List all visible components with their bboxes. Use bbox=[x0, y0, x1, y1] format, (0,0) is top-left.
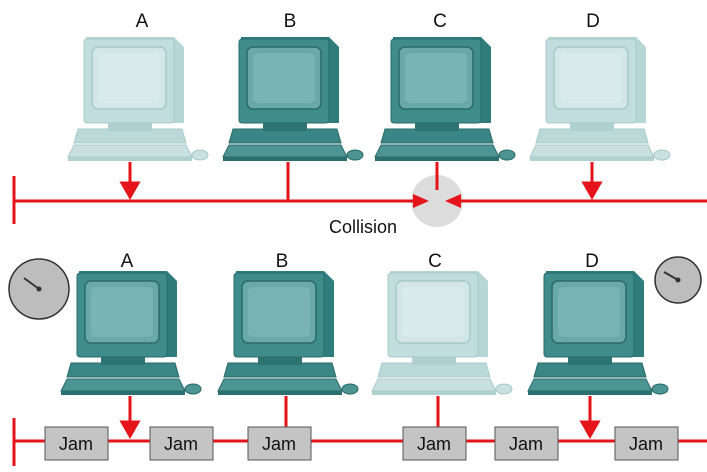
top-computer-d bbox=[529, 36, 671, 162]
collision-label: Collision bbox=[329, 217, 397, 237]
jam-label-4: Jam bbox=[417, 434, 451, 454]
bottom-computer-c bbox=[371, 270, 513, 396]
top-label-d: D bbox=[586, 11, 600, 32]
jam-signal-4: Jam bbox=[402, 426, 467, 461]
jam-label-3: Jam bbox=[262, 434, 296, 454]
jam-label-5: Jam bbox=[509, 434, 543, 454]
collision-glow bbox=[411, 175, 463, 227]
collision-arrows bbox=[413, 194, 461, 208]
bottom-bus bbox=[12, 418, 707, 466]
jam-label-6: Jam bbox=[629, 434, 663, 454]
jam-label-1: Jam bbox=[59, 434, 93, 454]
top-label-b: B bbox=[284, 11, 297, 32]
top-scenario: A B C D bbox=[12, 11, 707, 237]
top-computer-a bbox=[67, 36, 209, 162]
top-computer-b bbox=[222, 36, 364, 162]
bottom-computer-a bbox=[60, 270, 202, 396]
jam-signal-1: Jam bbox=[44, 426, 109, 461]
bottom-label-d: D bbox=[585, 251, 599, 272]
top-label-a: A bbox=[136, 11, 149, 32]
top-label-c: C bbox=[433, 11, 447, 32]
jam-signal-5: Jam bbox=[494, 426, 559, 461]
timer-icon-d bbox=[654, 256, 702, 304]
bottom-label-c: C bbox=[428, 251, 442, 272]
jam-label-2: Jam bbox=[164, 434, 198, 454]
bottom-scenario: A B C D bbox=[8, 251, 707, 466]
bottom-computer-b bbox=[217, 270, 359, 396]
top-computer-c bbox=[374, 36, 516, 162]
bottom-computer-d bbox=[527, 270, 669, 396]
top-bus bbox=[12, 176, 707, 224]
bottom-label-b: B bbox=[276, 251, 289, 272]
top-drops bbox=[119, 162, 603, 201]
timer-icon-a bbox=[8, 258, 70, 320]
bottom-label-a: A bbox=[121, 251, 134, 272]
jam-signal-3: Jam bbox=[247, 426, 312, 461]
jam-signal-6: Jam bbox=[614, 426, 679, 461]
jam-signal-2: Jam bbox=[149, 426, 214, 461]
